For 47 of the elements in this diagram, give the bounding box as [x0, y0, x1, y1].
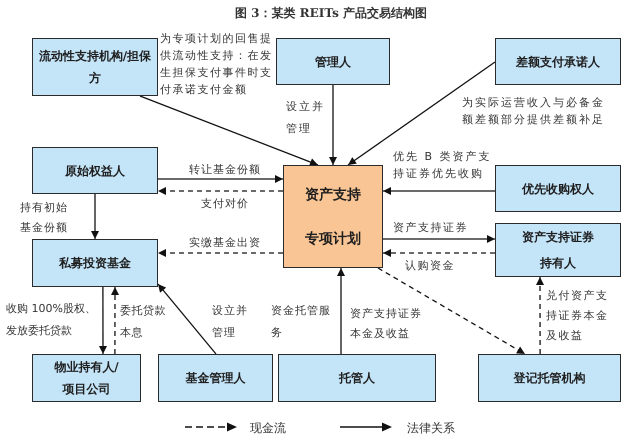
dashed-arrow [111, 287, 119, 354]
central-box: 资产支持专项计划 [283, 165, 383, 268]
arrow [99, 287, 107, 354]
edge-label: 资产支持证券 [393, 221, 469, 235]
edge-label: 认购资金 [405, 259, 456, 273]
entity-box: 私募投资基金 [32, 239, 158, 287]
entity-box: 差额支付承诺人 [495, 38, 621, 85]
entity-box: 登记托管机构 [478, 354, 621, 402]
entity-box: 托管人 [278, 354, 436, 402]
edge-label: 设立并管理 [212, 303, 249, 341]
edge-label: 为专项计划的回售提供流动性支持：在发生担保支付事件时支付承诺支付金额 [160, 31, 274, 98]
arrow [158, 284, 216, 354]
arrow [91, 194, 99, 239]
edge-label: 转让基金份额 [188, 163, 262, 177]
dashed-arrow [158, 249, 283, 257]
legend-label: 现金流 [250, 420, 286, 437]
arrow [140, 95, 318, 166]
entity-box: 基金管理人 [158, 354, 273, 402]
arrow [329, 85, 337, 165]
arrow [348, 61, 496, 166]
edge-label: 设立并管理 [286, 99, 326, 137]
arrow [383, 235, 495, 243]
entity-box: 原始权益人 [32, 147, 158, 194]
edge-label: 收购 100%股权、发放委托贷款 [6, 301, 97, 339]
title: 图 3：某类 REITs 产品交易结构图 [234, 5, 428, 22]
arrow [337, 268, 345, 354]
edge-label: 兑付资产支持证券本金及收益 [546, 288, 610, 344]
entity-box: 物业持有人/项目公司 [32, 354, 141, 402]
dashed-arrow [158, 187, 283, 195]
entity-box: 管理人 [276, 38, 390, 85]
arrow [158, 175, 283, 183]
edge-label: 为实际运营收入与必备金额差额部分提供差额补足 [462, 95, 606, 128]
dashed-arrow [383, 249, 495, 257]
edge-label: 持有初始基金份额 [20, 200, 69, 236]
legend-label: 法律关系 [407, 420, 455, 437]
edge-label: 委托贷款本息 [120, 303, 167, 341]
edge-label: 优先 B 类资产支持证券优先收购 [393, 149, 493, 182]
entity-box: 优先收购权人 [495, 165, 621, 212]
edge-label: 资产支持证券本金及收益 [350, 306, 423, 342]
edge-label: 资金托管服务 [271, 303, 332, 341]
entity-box: 流动性支持机构/担保方 [32, 38, 158, 96]
dashed-arrow [378, 267, 526, 355]
edge-label: 支付对价 [200, 197, 250, 211]
dashed-arrow [536, 277, 544, 354]
edge-label: 实缴基金出资 [188, 236, 262, 250]
entity-box: 资产支持证券持有人 [495, 223, 621, 277]
arrow [383, 187, 495, 195]
